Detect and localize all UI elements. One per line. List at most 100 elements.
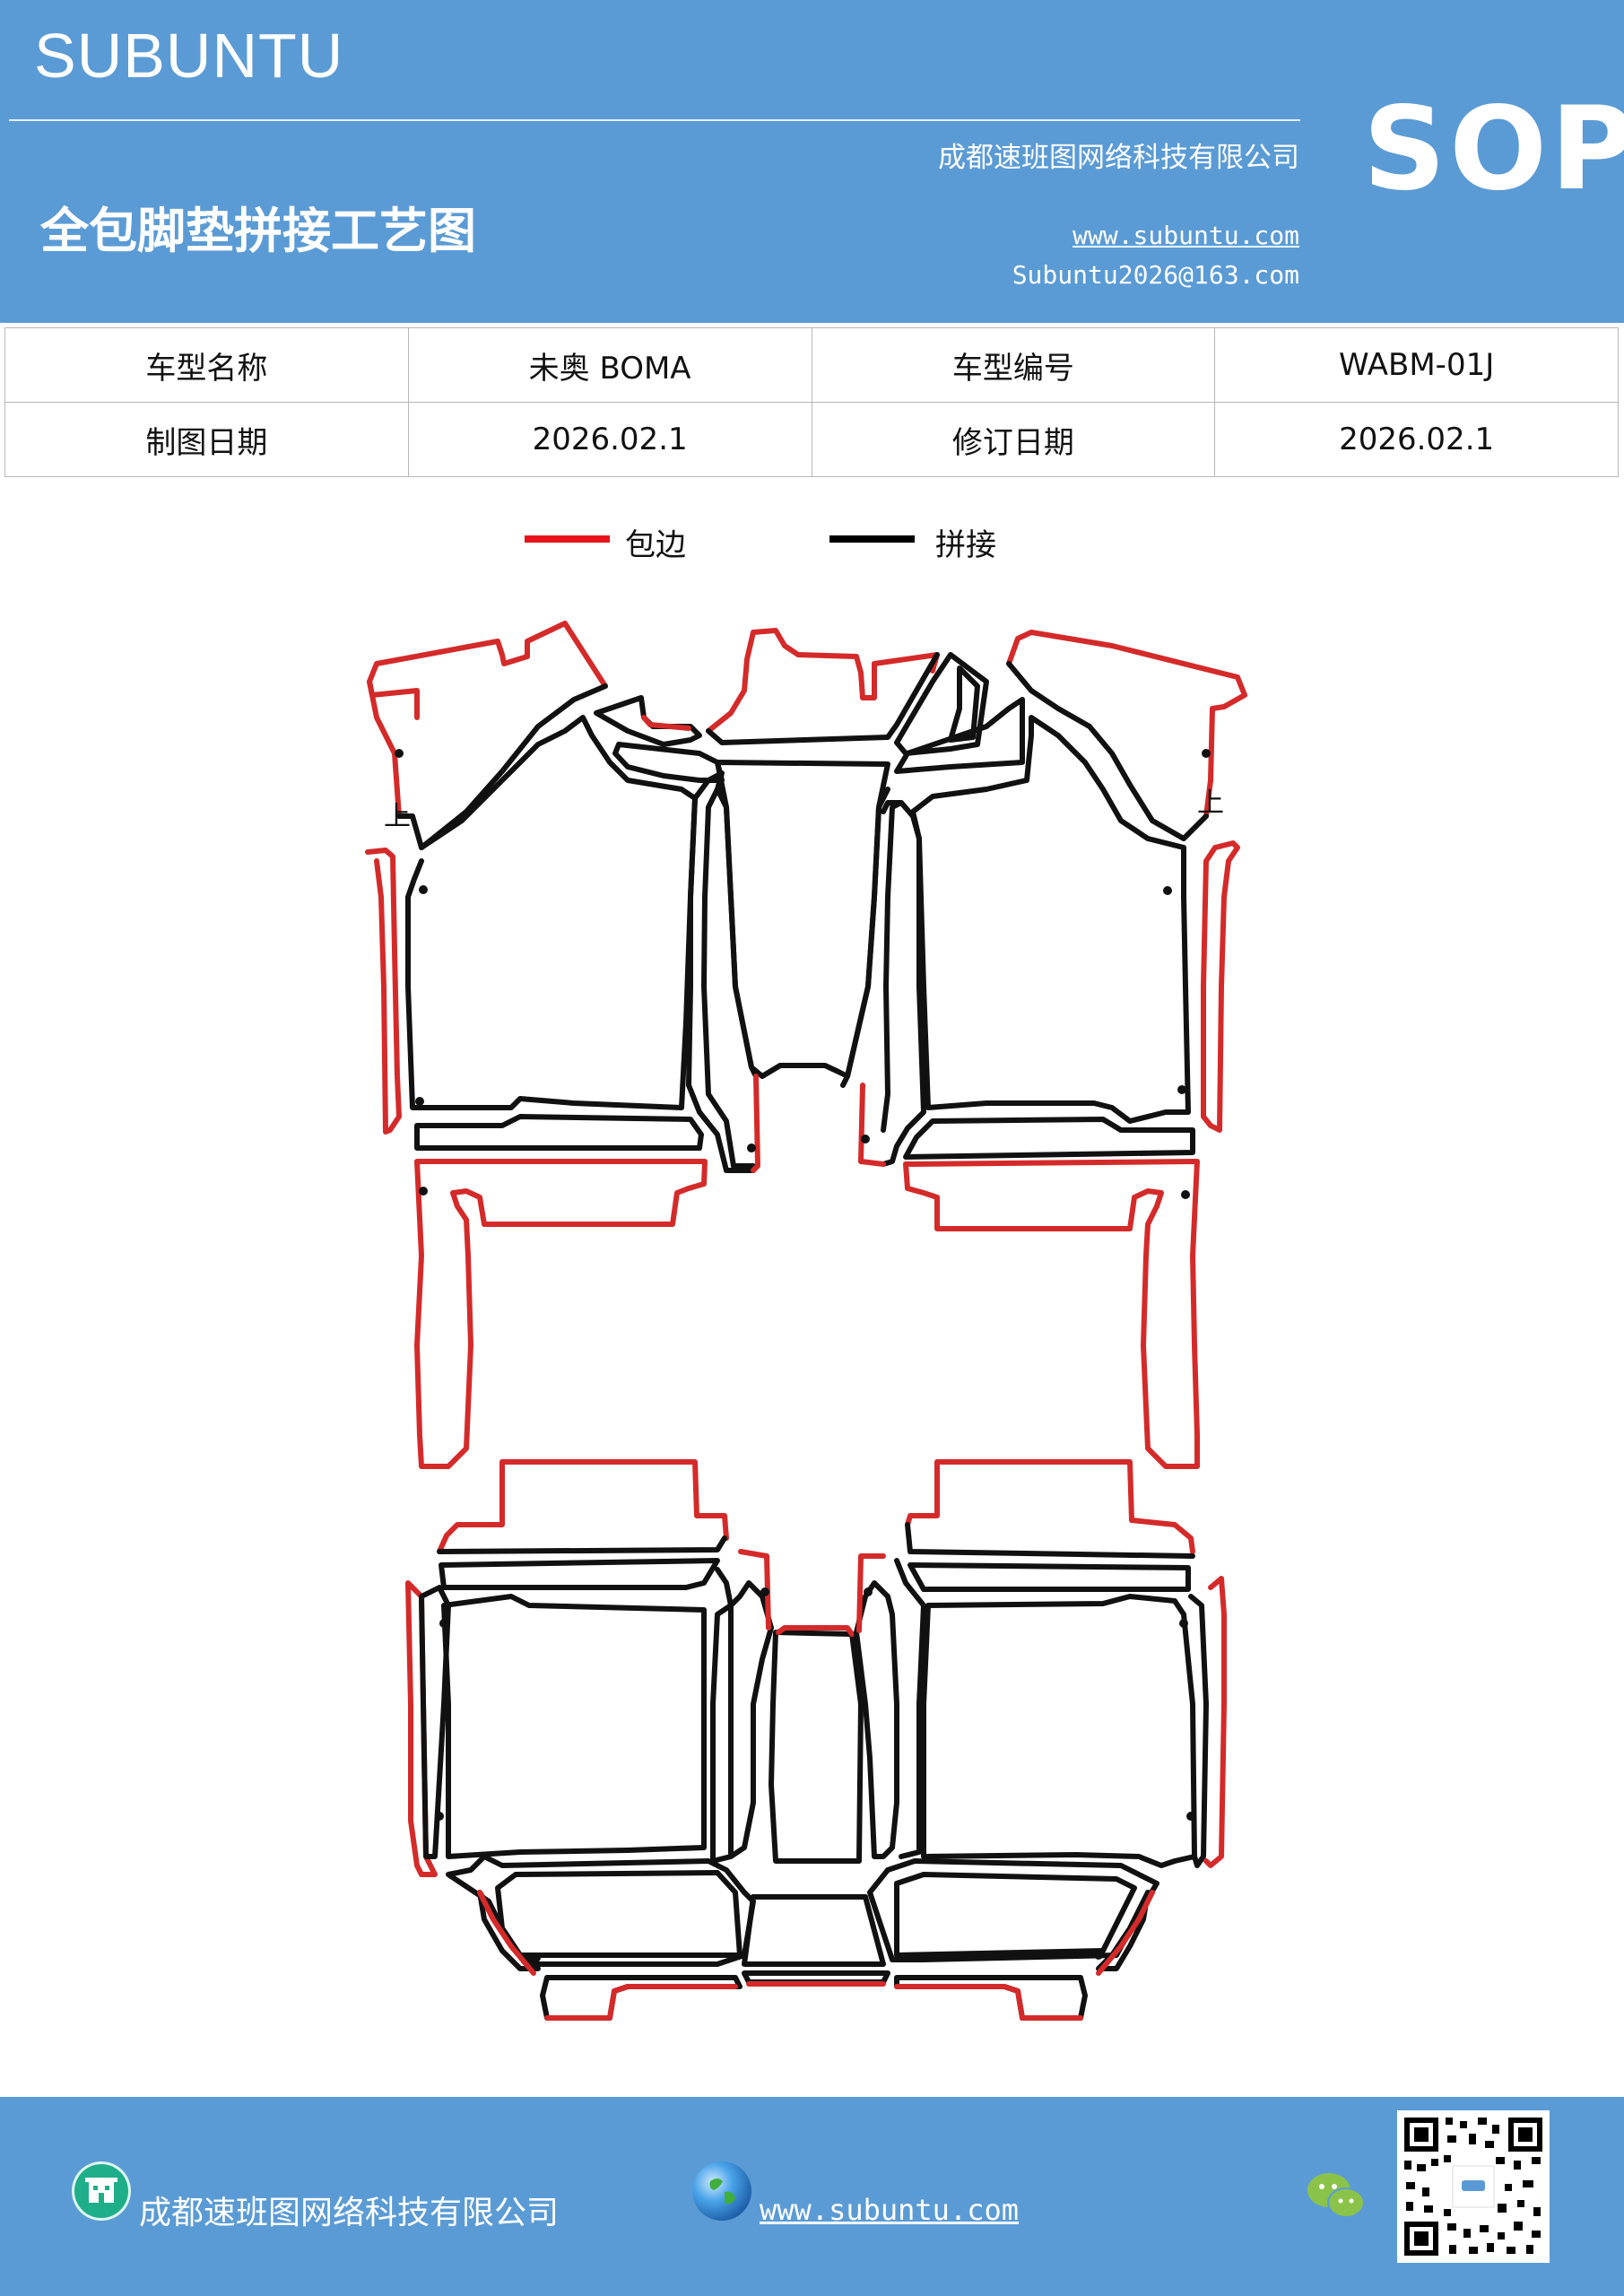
alignment-dot [747, 1144, 756, 1152]
table-cell-value: 未奥 BOMA [407, 327, 812, 403]
brand-name: SUBUNTU [34, 21, 344, 91]
alignment-dot [1163, 886, 1172, 895]
table-cell-label: 车型名称 [4, 327, 409, 403]
legend-swatch-seam [829, 535, 915, 543]
mat-edge [437, 1459, 729, 1554]
mat-edge [894, 1984, 1083, 2021]
mat-seam [715, 787, 759, 1079]
table-cell-label: 修订日期 [811, 402, 1216, 477]
alignment-dot [1202, 749, 1211, 758]
mat-seam [540, 1975, 743, 2021]
footer-website-link[interactable]: www.subuntu.com [760, 2193, 1019, 2227]
footer-banner: 成都速班图网络科技有限公司 www.subuntu.com [0, 2097, 1624, 2296]
mat-seam [903, 1117, 1195, 1160]
alignment-dots [395, 749, 1211, 1962]
wechat-icon[interactable] [1305, 2169, 1368, 2222]
mat-edge [544, 1984, 738, 2021]
mat-seam [419, 715, 595, 850]
alignment-dot [415, 1097, 424, 1106]
mat-edge [367, 621, 608, 720]
mat-seam [881, 800, 904, 1133]
mat-seam [921, 1594, 1197, 1868]
mat-edge [641, 715, 691, 731]
building-icon [72, 2161, 131, 2221]
mat-seam [867, 1858, 1159, 1962]
mat-seam [396, 683, 608, 850]
footer-company: 成都速班图网络科技有限公司 [139, 2195, 560, 2231]
alignment-dot [395, 749, 404, 758]
mat-edge [751, 1074, 760, 1173]
table-cell-value: WABM-01J [1214, 327, 1619, 403]
alignment-dot [864, 1587, 873, 1596]
legend-label-edge: 包边 [625, 527, 686, 563]
mat-seam [1188, 1594, 1209, 1868]
mat-edge [856, 1553, 886, 1633]
alignment-dot [760, 1587, 769, 1596]
mat-edge [477, 1890, 536, 1976]
legend-swatch-edge [525, 535, 610, 543]
mat-seam [594, 695, 702, 747]
orientation-marker-right: 上 [1197, 787, 1224, 819]
mat-edge [1203, 1576, 1227, 1868]
alignment-dot [1186, 1812, 1195, 1821]
mat-seam [686, 796, 756, 1173]
mat-edge [414, 1159, 708, 1469]
globe-icon [692, 2161, 751, 2221]
qr-code-icon[interactable] [1397, 2110, 1550, 2263]
mat-seam [405, 733, 698, 1110]
alignment-dot [1094, 1951, 1103, 1960]
vehicle-info-table: 车型名称 未奥 BOMA 车型编号 WABM-01J 制图日期 2026.02.… [4, 327, 1619, 477]
header-company: 成都速班图网络科技有限公司 [938, 142, 1299, 174]
sop-label: SOP [1363, 83, 1624, 216]
mat-edge [367, 679, 402, 819]
mat-seam [1006, 661, 1209, 841]
mat-edge [365, 848, 402, 1135]
alignment-dot [861, 1135, 870, 1144]
alignment-dot [419, 1187, 428, 1196]
table-row: 制图日期 2026.02.1 修订日期 2026.02.1 [4, 402, 1619, 477]
mat-seam [692, 770, 756, 1169]
mat-edge [858, 1083, 886, 1167]
mat-seam [854, 1580, 899, 1859]
table-cell-label: 车型编号 [811, 327, 1216, 403]
mat-seam [439, 1558, 720, 1590]
alignment-dot [439, 1619, 448, 1628]
mat-seam [742, 1970, 890, 1985]
legend: 包边 拼接 [0, 520, 1624, 565]
mat-edge [905, 1459, 1195, 1554]
mat-seam [495, 1870, 743, 1958]
mat-seam [905, 1522, 1195, 1559]
table-cell-label: 制图日期 [4, 402, 409, 477]
alignment-dot [1181, 1190, 1190, 1199]
mat-seam [728, 1580, 774, 1859]
document-title: 全包脚垫拼接工艺图 [40, 202, 476, 259]
mat-edge [1096, 1890, 1155, 1976]
mat-seam [894, 1558, 926, 1859]
table-cell-value: 2026.02.1 [407, 402, 812, 477]
mat-seam [894, 1872, 1137, 1958]
mat-seam [441, 1594, 707, 1859]
mat-seam [894, 1975, 1088, 2021]
orientation-marker-left: 上 [384, 801, 411, 832]
mat-edge [738, 1549, 771, 1631]
mat-seam [840, 787, 890, 1088]
table-cell-value: 2026.02.1 [1214, 402, 1619, 477]
mat-seam [881, 800, 926, 1167]
mat-seam [894, 652, 989, 756]
table-row: 车型名称 未奥 BOMA 车型编号 WABM-01J [4, 327, 1619, 403]
header-divider [9, 119, 1300, 121]
mat-edge [903, 1159, 1200, 1469]
mat-seam [414, 1114, 704, 1151]
mat-seam [706, 652, 940, 745]
mat-seam [437, 1535, 727, 1554]
mat-seam [894, 697, 1025, 774]
mat-seam [910, 715, 1191, 1124]
header-email[interactable]: Subuntu2026@163.com [1012, 260, 1299, 290]
mat-seam [948, 665, 980, 743]
alignment-dot [1179, 1619, 1188, 1628]
alignment-dot [419, 885, 428, 894]
alignment-dot [1177, 1085, 1186, 1094]
mat-seam [769, 1630, 864, 1864]
header-website-link[interactable]: www.subuntu.com [1073, 221, 1299, 250]
